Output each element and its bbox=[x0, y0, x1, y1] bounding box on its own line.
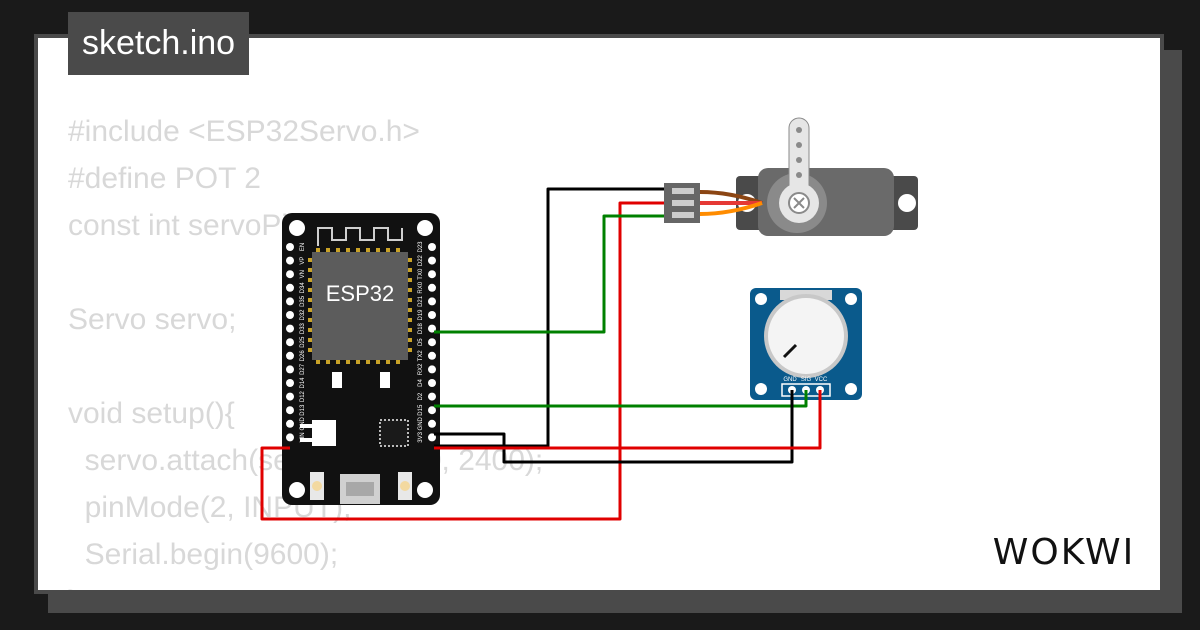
esp32-pin-label: D33 bbox=[300, 322, 306, 334]
esp32-pin-label: VIN bbox=[300, 432, 306, 442]
svg-text:WOKWI: WOKWI bbox=[993, 532, 1135, 573]
esp32-pin-label: VN bbox=[300, 270, 306, 278]
esp32-pin-d12[interactable] bbox=[286, 392, 294, 401]
esp32-pin-label: D14 bbox=[300, 377, 306, 389]
esp32-pin-label: TX2 bbox=[418, 350, 424, 362]
esp32-pin-tx0[interactable] bbox=[428, 270, 436, 279]
potentiometer-knob-indicator bbox=[782, 343, 798, 359]
esp32-pin-label: TX0 bbox=[418, 268, 424, 280]
code-line: } bbox=[68, 578, 543, 590]
esp32-pin-label: D23 bbox=[418, 241, 424, 253]
esp32-pin-rx0[interactable] bbox=[428, 283, 436, 292]
code-line: #include <ESP32Servo.h> bbox=[68, 115, 420, 148]
esp32-pin-d25[interactable] bbox=[286, 338, 294, 347]
esp32-pin-label: D32 bbox=[300, 309, 306, 321]
code-line: #define POT 2 bbox=[68, 162, 261, 195]
wire-servo-vcc bbox=[260, 201, 664, 521]
wires bbox=[260, 187, 822, 521]
wire-servo-signal bbox=[434, 214, 664, 334]
esp32-pin-d14[interactable] bbox=[286, 379, 294, 387]
esp32-pin-label: D22 bbox=[418, 254, 424, 266]
code-line: void setup(){ bbox=[68, 397, 235, 430]
esp32-pin-d13[interactable] bbox=[286, 406, 294, 415]
esp32-pin-tx2[interactable] bbox=[428, 351, 436, 360]
esp32-pin-d4[interactable] bbox=[428, 379, 436, 387]
esp32-board[interactable]: ESP32 ENVPVND34D35D32D33D25D26D27D14D12D… bbox=[282, 213, 440, 505]
esp32-pin-d21[interactable] bbox=[428, 297, 436, 306]
esp32-pin-d23[interactable] bbox=[428, 243, 436, 251]
esp32-pin-d26[interactable] bbox=[286, 351, 294, 360]
esp32-pin-label: D19 bbox=[418, 309, 424, 321]
esp32-pin-d27[interactable] bbox=[286, 365, 294, 374]
esp32-pin-label: D34 bbox=[300, 282, 306, 294]
esp32-pin-en[interactable] bbox=[286, 243, 294, 251]
esp32-pin-d34[interactable] bbox=[286, 283, 294, 292]
code-line: Servo servo; bbox=[68, 303, 237, 336]
esp32-pin-label: D18 bbox=[418, 322, 424, 334]
esp32-pin-label: EN bbox=[300, 243, 306, 251]
servo-motor[interactable] bbox=[664, 117, 918, 236]
esp32-pin-label: D26 bbox=[300, 350, 306, 362]
code-line: Serial.begin(9600); bbox=[68, 538, 339, 571]
esp32-pin-vn[interactable] bbox=[286, 270, 294, 279]
esp32-pin-label: D5 bbox=[418, 338, 424, 346]
wire-servo-gnd bbox=[434, 187, 664, 448]
wire-pot-signal bbox=[434, 390, 808, 408]
esp32-pin-label: D15 bbox=[418, 404, 424, 416]
esp32-pin-label: D2 bbox=[418, 392, 424, 400]
wire-pot-vcc bbox=[434, 390, 822, 450]
esp32-pin-label: RX2 bbox=[418, 363, 424, 375]
esp32-pin-label: D4 bbox=[418, 379, 424, 387]
esp32-chip bbox=[312, 252, 408, 360]
svg-text:SIG: SIG bbox=[801, 377, 812, 383]
file-tab-title[interactable]: sketch.ino bbox=[68, 12, 250, 75]
esp32-pin-vp[interactable] bbox=[286, 256, 294, 265]
svg-text:GND: GND bbox=[783, 377, 797, 383]
wokwi-logo: WOKWI bbox=[993, 532, 1135, 573]
esp32-pin-label: D21 bbox=[418, 295, 424, 307]
esp32-pin-d15[interactable] bbox=[428, 406, 436, 415]
esp32-pin-d35[interactable] bbox=[286, 297, 294, 306]
esp32-pin-d33[interactable] bbox=[286, 324, 294, 333]
esp32-pin-label: GND bbox=[300, 416, 306, 430]
esp32-pin-label: D35 bbox=[300, 295, 306, 307]
esp32-pin-gnd[interactable] bbox=[286, 419, 294, 428]
esp32-pin-d22[interactable] bbox=[428, 256, 436, 265]
esp32-pin-d2[interactable] bbox=[428, 392, 436, 401]
esp32-pin-d5[interactable] bbox=[428, 338, 436, 347]
esp32-pin-gnd[interactable] bbox=[428, 419, 436, 428]
esp32-pin-label: D12 bbox=[300, 390, 306, 402]
esp32-pin-d19[interactable] bbox=[428, 311, 436, 319]
esp32-pin-label: RX0 bbox=[418, 281, 424, 293]
esp32-pin-label: 3V3 bbox=[418, 431, 424, 442]
esp32-pin-label: VP bbox=[300, 257, 306, 265]
potentiometer[interactable]: GND SIG VCC bbox=[750, 288, 862, 400]
svg-text:VCC: VCC bbox=[815, 377, 828, 383]
esp32-pin-label: D27 bbox=[300, 363, 306, 375]
esp32-pin-rx2[interactable] bbox=[428, 365, 436, 374]
wire-pot-gnd bbox=[434, 390, 794, 464]
esp32-pin-label: D25 bbox=[300, 336, 306, 348]
esp32-pin-d32[interactable] bbox=[286, 311, 294, 319]
esp32-chip-label: ESP32 bbox=[326, 281, 395, 306]
esp32-pin-vin[interactable] bbox=[286, 433, 294, 442]
esp32-pin-label: GND bbox=[418, 416, 424, 430]
esp32-pin-label: D13 bbox=[300, 404, 306, 416]
